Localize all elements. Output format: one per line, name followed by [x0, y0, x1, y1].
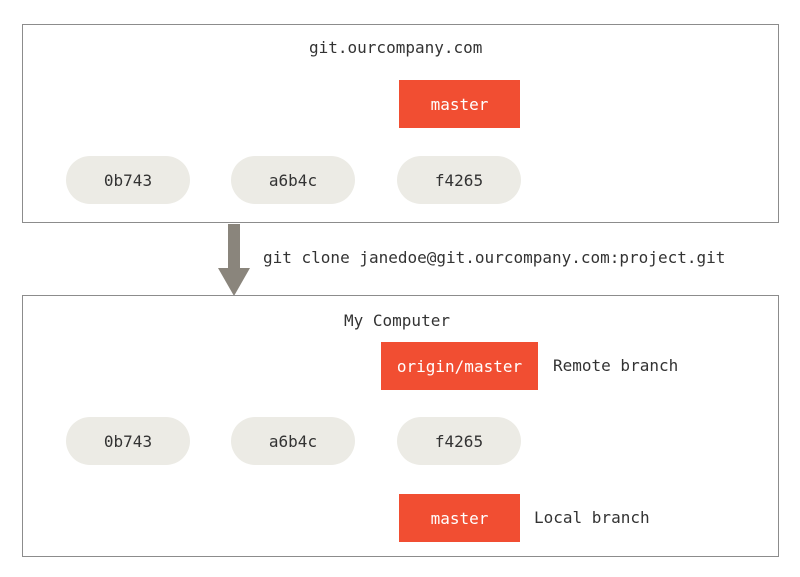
local-branch-origin-master: origin/master — [381, 342, 538, 390]
clone-command: git clone janedoe@git.ourcompany.com:pro… — [263, 248, 726, 267]
local-branch-label: Local branch — [534, 508, 650, 527]
local-commit-a6b4c: a6b4c — [231, 417, 355, 465]
server-commit-a6b4c: a6b4c — [231, 156, 355, 204]
clone-arrow — [218, 224, 250, 296]
local-title: My Computer — [344, 311, 450, 330]
local-commit-f4265: f4265 — [397, 417, 521, 465]
local-branch-master: master — [399, 494, 520, 542]
server-branch-master: master — [399, 80, 520, 128]
local-commit-0b743: 0b743 — [66, 417, 190, 465]
server-commit-0b743: 0b743 — [66, 156, 190, 204]
remote-branch-label: Remote branch — [553, 356, 679, 375]
server-title: git.ourcompany.com — [309, 38, 483, 57]
server-commit-f4265: f4265 — [397, 156, 521, 204]
